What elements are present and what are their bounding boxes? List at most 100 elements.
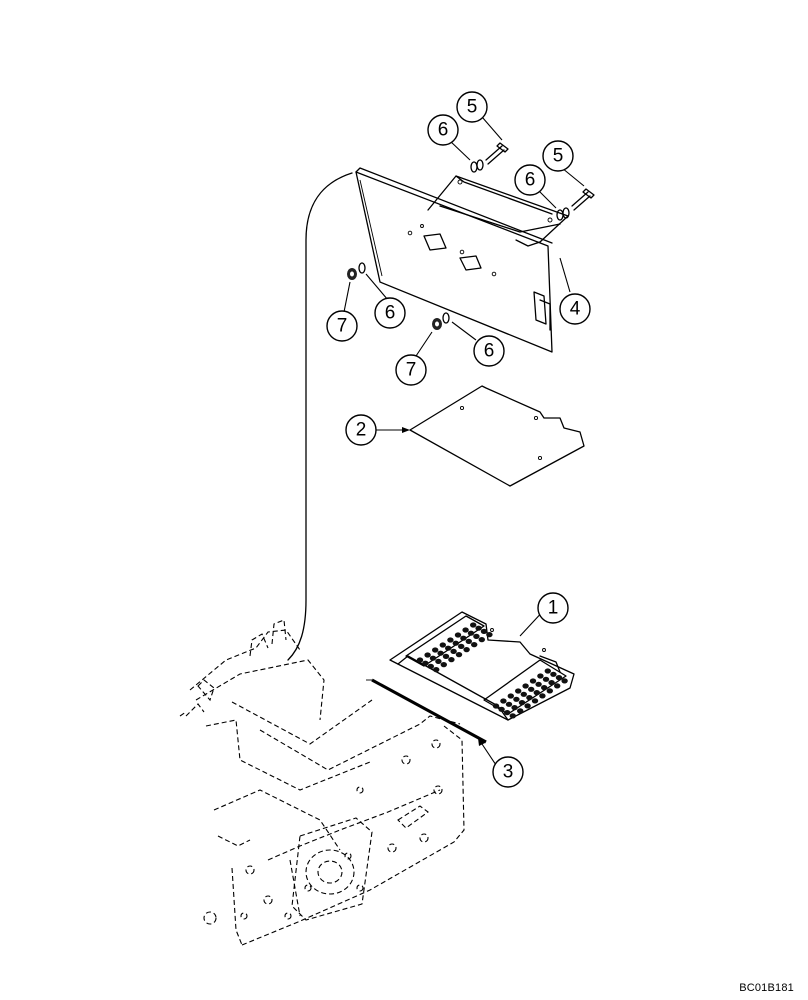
nut-left xyxy=(347,268,357,280)
reference-code: BC01B181 xyxy=(739,982,794,994)
pad-stud xyxy=(416,657,424,663)
pad-stud xyxy=(458,643,465,650)
pad-stud xyxy=(463,647,470,653)
svg-text:7: 7 xyxy=(337,316,348,337)
callout-5-right: 5 xyxy=(542,140,574,172)
pad-stud xyxy=(531,698,539,704)
pad-stud xyxy=(480,628,488,635)
pad-stud xyxy=(447,637,454,643)
leader-lines xyxy=(343,109,585,769)
svg-text:2: 2 xyxy=(356,420,367,441)
pad-stud xyxy=(433,667,440,673)
pad-stud xyxy=(455,652,463,658)
pad-stud xyxy=(526,695,533,701)
pad-stud xyxy=(475,625,482,631)
washer-lower-left xyxy=(358,262,366,274)
nut-right xyxy=(432,318,442,330)
pad-stud xyxy=(470,622,477,628)
callout-7-right: 7 xyxy=(395,354,427,386)
callout-6-lower-right: 6 xyxy=(473,335,505,367)
svg-text:3: 3 xyxy=(503,762,514,783)
pad-stud xyxy=(520,691,527,697)
chassis-frame xyxy=(179,619,465,946)
pad-stud xyxy=(448,657,455,663)
pad-stud xyxy=(524,703,531,709)
pad-stud xyxy=(528,686,535,692)
pad-stud xyxy=(515,688,522,694)
panel-assembly xyxy=(355,167,569,353)
svg-text:4: 4 xyxy=(570,299,581,320)
pad-stud xyxy=(445,645,452,651)
pad-stud xyxy=(509,713,516,719)
pad-stud xyxy=(507,693,514,699)
svg-text:6: 6 xyxy=(525,170,536,191)
pad-stud xyxy=(548,680,555,686)
pad-stud xyxy=(422,660,429,666)
floor-plate xyxy=(409,385,585,487)
pad-stud xyxy=(537,673,544,679)
pad-stud xyxy=(533,690,540,696)
pad-stud xyxy=(471,642,478,648)
callout-4: 4 xyxy=(559,293,591,325)
pad-stud xyxy=(555,675,563,681)
pad-stud xyxy=(439,642,446,648)
pad-stud xyxy=(440,662,447,668)
pad-stud xyxy=(467,630,475,636)
pad-stud xyxy=(473,633,480,640)
pad-stud xyxy=(544,668,551,674)
pad-stud xyxy=(511,705,518,711)
pad-stud xyxy=(550,671,557,677)
pad-stud xyxy=(518,700,526,706)
callout-6-lower-left: 6 xyxy=(374,297,406,329)
pad-stud xyxy=(424,652,431,658)
pad-stud xyxy=(554,683,561,689)
pad-stud xyxy=(546,688,553,694)
pad-stud xyxy=(504,710,511,716)
svg-text:6: 6 xyxy=(385,303,396,324)
pad-stud xyxy=(460,635,467,641)
pad-stud xyxy=(452,640,459,646)
pedal-pad-texture-left xyxy=(416,622,493,673)
pad-stud xyxy=(529,678,537,684)
pad-stud xyxy=(478,637,485,643)
pedal-pad-texture-right xyxy=(492,668,568,719)
pad-stud xyxy=(450,648,457,655)
pad-stud xyxy=(454,632,462,638)
callout-6-top-left: 6 xyxy=(427,114,459,146)
pad-stud xyxy=(561,678,568,684)
svg-text:5: 5 xyxy=(553,146,564,167)
callout-2: 2 xyxy=(345,414,377,446)
callout-7-left: 7 xyxy=(326,310,358,342)
pad-stud xyxy=(517,708,524,714)
bolt-left xyxy=(485,142,509,165)
pad-stud xyxy=(522,683,529,689)
pad-stud xyxy=(462,627,469,633)
pad-stud xyxy=(432,647,439,653)
pad-stud xyxy=(435,658,442,665)
pad-stud xyxy=(542,676,550,682)
washer-lower-right xyxy=(442,312,450,324)
callout-1: 1 xyxy=(537,592,569,624)
pad-stud xyxy=(505,701,513,707)
svg-text:7: 7 xyxy=(406,360,417,381)
pad-stud xyxy=(498,706,505,712)
pad-stud xyxy=(429,655,437,661)
seal-strip xyxy=(366,678,487,744)
svg-text:6: 6 xyxy=(484,341,495,362)
washer-top-left xyxy=(470,159,484,173)
pad-stud xyxy=(442,653,450,660)
pad-stud xyxy=(437,650,444,656)
washer-top-right xyxy=(556,207,570,221)
pad-stud xyxy=(513,696,520,702)
pad-stud xyxy=(465,638,472,645)
pad-stud xyxy=(539,693,546,699)
callout-5-left: 5 xyxy=(456,91,488,123)
pad-stud xyxy=(541,685,548,691)
svg-text:6: 6 xyxy=(438,120,449,141)
pad-stud xyxy=(492,703,500,709)
pad-stud xyxy=(486,632,493,638)
pad-stud xyxy=(427,663,434,670)
callout-3: 3 xyxy=(492,756,524,788)
bolt-right xyxy=(571,188,595,211)
